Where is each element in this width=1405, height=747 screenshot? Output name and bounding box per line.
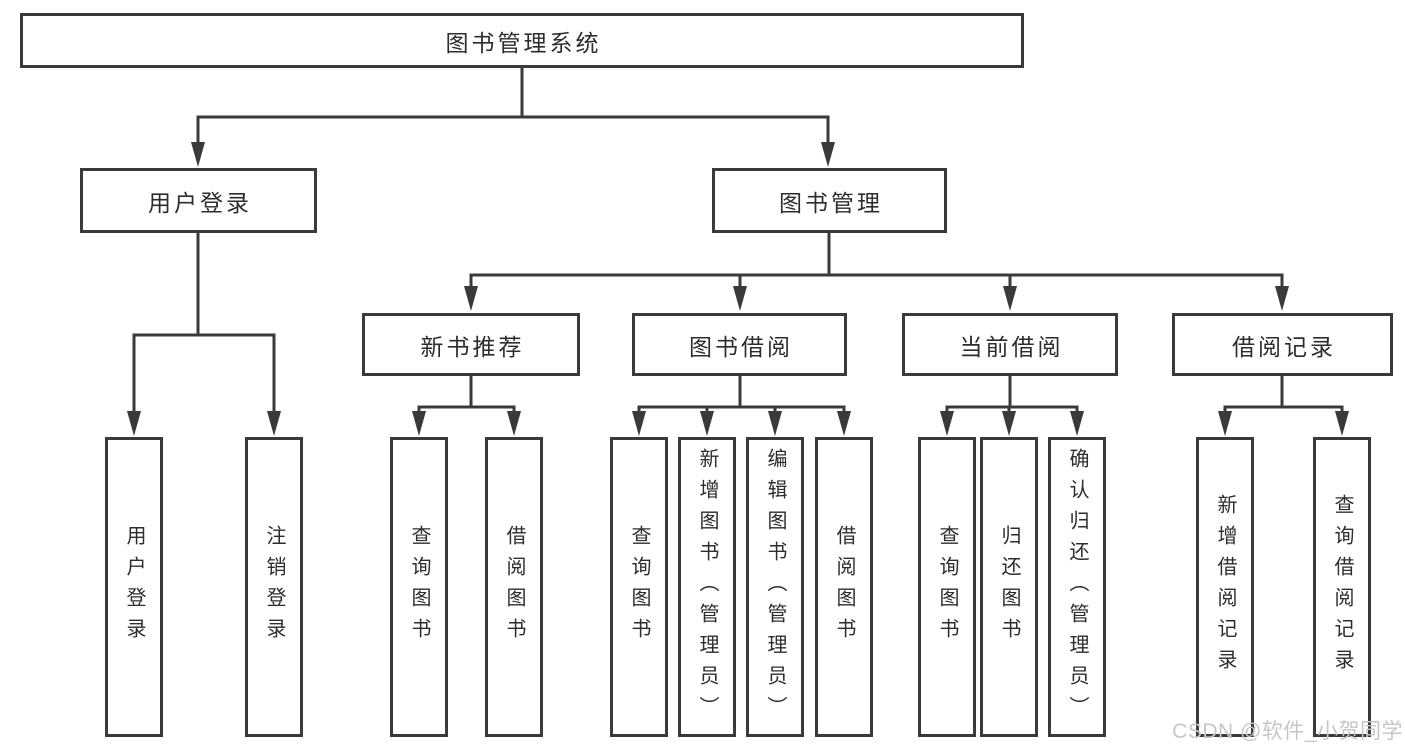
leaf-return-book: 归还图书 [980,437,1038,737]
leaf-add-borrow-record-label: 新增借阅记录 [1214,494,1236,680]
leaf-borrow-books-label: 借阅图书 [833,525,855,649]
leaf-borrow-books-recommend-label: 借阅图书 [503,525,525,649]
node-root: 图书管理系统 [20,13,1024,68]
connector-root [191,68,835,167]
node-book-borrow-label: 图书借阅 [689,333,793,360]
leaf-user-login: 用户登录 [105,437,163,737]
connector-book-borrow [632,376,851,436]
connector-current-borrow [940,376,1084,436]
node-current-borrow-label: 当前借阅 [959,333,1064,360]
connector-user-login [127,233,281,436]
leaf-borrow-books-recommend: 借阅图书 [485,437,543,737]
node-book-management: 图书管理 [712,168,947,233]
leaf-query-books-recommend: 查询图书 [390,437,448,737]
connector-borrow-records [1218,376,1349,436]
leaf-query-borrow-record-label: 查询借阅记录 [1331,494,1353,680]
leaf-edit-book-admin-label: 编辑图书（管理员） [764,447,786,727]
leaf-logout-label: 注销登录 [263,525,285,649]
leaf-borrow-books: 借阅图书 [815,437,873,737]
node-user-login: 用户登录 [80,168,317,233]
node-borrow-records-label: 借阅记录 [1232,333,1336,360]
leaf-return-book-label: 归还图书 [998,525,1020,649]
node-new-book-recommend-label: 新书推荐 [420,333,525,360]
leaf-confirm-return-admin: 确认归还（管理员） [1048,437,1106,737]
connector-book-management [464,233,1289,311]
leaf-confirm-return-admin-label: 确认归还（管理员） [1066,447,1088,727]
leaf-query-borrow-record: 查询借阅记录 [1313,437,1371,737]
leaf-query-books-current-label: 查询图书 [936,525,958,649]
leaf-add-book-admin-label: 新增图书（管理员） [696,447,718,727]
leaf-user-login-label: 用户登录 [123,525,145,649]
leaf-edit-book-admin: 编辑图书（管理员） [746,437,804,737]
node-new-book-recommend: 新书推荐 [362,313,580,376]
connector-new-book-recommend [412,376,521,436]
node-book-borrow: 图书借阅 [632,313,847,376]
node-book-management-label: 图书管理 [779,189,883,216]
leaf-logout: 注销登录 [245,437,303,737]
leaf-add-book-admin: 新增图书（管理员） [678,437,736,737]
node-current-borrow: 当前借阅 [902,313,1118,376]
leaf-query-books-recommend-label: 查询图书 [408,525,430,649]
leaf-add-borrow-record: 新增借阅记录 [1196,437,1254,737]
node-user-login-label: 用户登录 [148,189,252,216]
leaf-query-books-borrow-label: 查询图书 [628,525,650,649]
watermark: CSDN @软件_小贺同学 [1172,720,1403,743]
leaf-query-books-borrow: 查询图书 [610,437,668,737]
leaf-query-books-current: 查询图书 [918,437,976,737]
node-root-label: 图书管理系统 [445,29,602,56]
node-borrow-records: 借阅记录 [1172,313,1393,376]
